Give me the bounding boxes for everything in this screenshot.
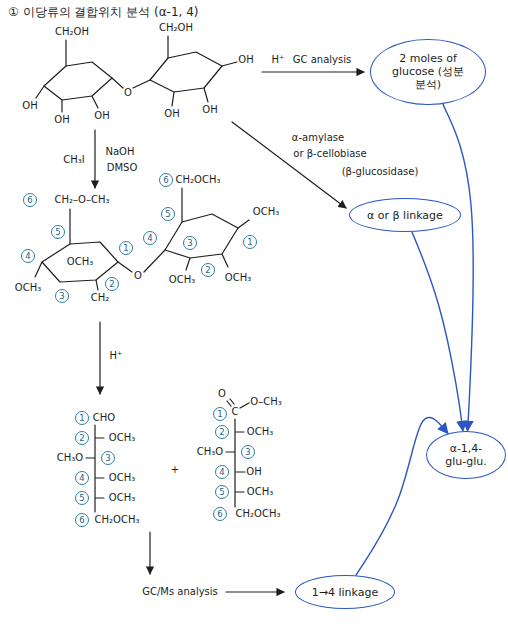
structure-label: C	[232, 406, 239, 418]
structure-label: OCH₃	[247, 426, 273, 438]
structure-label: OCH₃	[109, 492, 135, 504]
structure-label: O	[218, 388, 226, 400]
structure-label: OCH₃	[15, 282, 41, 294]
structure-label: CH₂	[91, 292, 110, 304]
structure-label: H⁺	[110, 350, 123, 362]
callout-number: 1	[75, 411, 89, 425]
merge-line	[443, 104, 473, 431]
permethylated-structure	[35, 188, 249, 290]
callout-number: 4	[75, 471, 89, 485]
structure-label: CH₂OH	[159, 22, 193, 34]
callout-number: 6	[75, 513, 89, 527]
result-circle: 2 moles of glucose (성분분석)	[370, 39, 485, 106]
structure-label: or β-cellobiase	[293, 148, 366, 160]
structure-label: GC/Ms analysis	[142, 586, 218, 598]
merge-line	[412, 232, 463, 431]
structure-label: OH	[22, 100, 37, 112]
structure-label: OCH₃	[67, 256, 93, 268]
callout-number: 6	[213, 507, 227, 521]
structure-label: OCH₃	[225, 272, 251, 284]
callout-number: 3	[241, 445, 255, 459]
result-circle: α or β linkage	[349, 198, 461, 232]
circle-text: 2 moles of glucose (성분분석)	[389, 52, 467, 91]
structure-label: CH₃O	[197, 446, 223, 458]
structure-label: OCH₃	[109, 432, 135, 444]
structure-label: OCH₃	[247, 486, 273, 498]
callout-number: 3	[101, 451, 115, 465]
maltose-structure	[36, 36, 237, 112]
circle-text: α or β linkage	[367, 209, 443, 222]
callout-number: 5	[161, 207, 175, 221]
structure-label: CH₂–O–CH₃	[55, 194, 110, 206]
structure-label: OH	[164, 108, 179, 120]
structure-label: DMSO	[107, 162, 138, 174]
callout-number: 3	[55, 289, 69, 303]
structure-label: OCH₃	[253, 206, 279, 218]
hydrolysis-products	[86, 399, 249, 512]
structure-label: OH	[202, 104, 217, 116]
structure-label: O–CH₃	[250, 396, 281, 408]
result-circle: 1→4 linkage	[295, 575, 395, 609]
structure-label: +	[171, 464, 179, 476]
callout-number: 1	[119, 241, 133, 255]
callout-number: 5	[215, 485, 229, 499]
callout-number: 1	[213, 407, 227, 421]
result-circle: α-1,4-glu-glu.	[426, 431, 506, 479]
merge-line	[356, 417, 448, 575]
circle-text: α-1,4-glu-glu.	[440, 442, 492, 468]
structure-label: CH₂OCH₃	[236, 508, 281, 520]
callout-number: 5	[51, 225, 65, 239]
callout-number: 4	[215, 465, 229, 479]
structure-label: OH	[54, 114, 69, 126]
structure-label: CH₃O	[57, 452, 83, 464]
circle-text: 1→4 linkage	[312, 586, 378, 599]
structure-label: O	[134, 270, 142, 282]
diagram-title: ① 이당류의 결합위치 분석 (α-1, 4)	[8, 5, 199, 20]
structure-label: OH	[246, 466, 261, 478]
structure-label: OH	[238, 54, 253, 66]
structure-label: (β-glucosidase)	[342, 166, 419, 178]
callout-number: 3	[183, 236, 197, 250]
callout-number: 4	[143, 231, 157, 245]
structure-label: OCH₃	[109, 472, 135, 484]
callout-number: 4	[21, 249, 35, 263]
structure-label: CH₃I	[63, 154, 84, 166]
callout-number: 5	[75, 491, 89, 505]
callout-number: 1	[243, 235, 257, 249]
callout-number: 2	[105, 277, 119, 291]
structure-label: OH	[94, 110, 109, 122]
structure-label: GC analysis	[293, 54, 351, 66]
structure-label: O	[124, 87, 132, 99]
callout-number: 2	[201, 263, 215, 277]
structure-label: CH₂OCH₃	[95, 514, 140, 526]
structure-label: CHO	[93, 412, 115, 424]
callout-number: 6	[159, 173, 173, 187]
structure-label: H⁺	[272, 54, 285, 66]
structure-label: CH₂OCH₃	[176, 174, 221, 186]
callout-number: 6	[23, 193, 37, 207]
callout-number: 2	[75, 431, 89, 445]
structure-label: OCH₃	[169, 274, 195, 286]
structure-label: NaOH	[106, 146, 135, 158]
callout-number: 2	[215, 425, 229, 439]
structure-label: α-amylase	[292, 132, 344, 144]
structure-label: CH₂OH	[55, 26, 89, 38]
